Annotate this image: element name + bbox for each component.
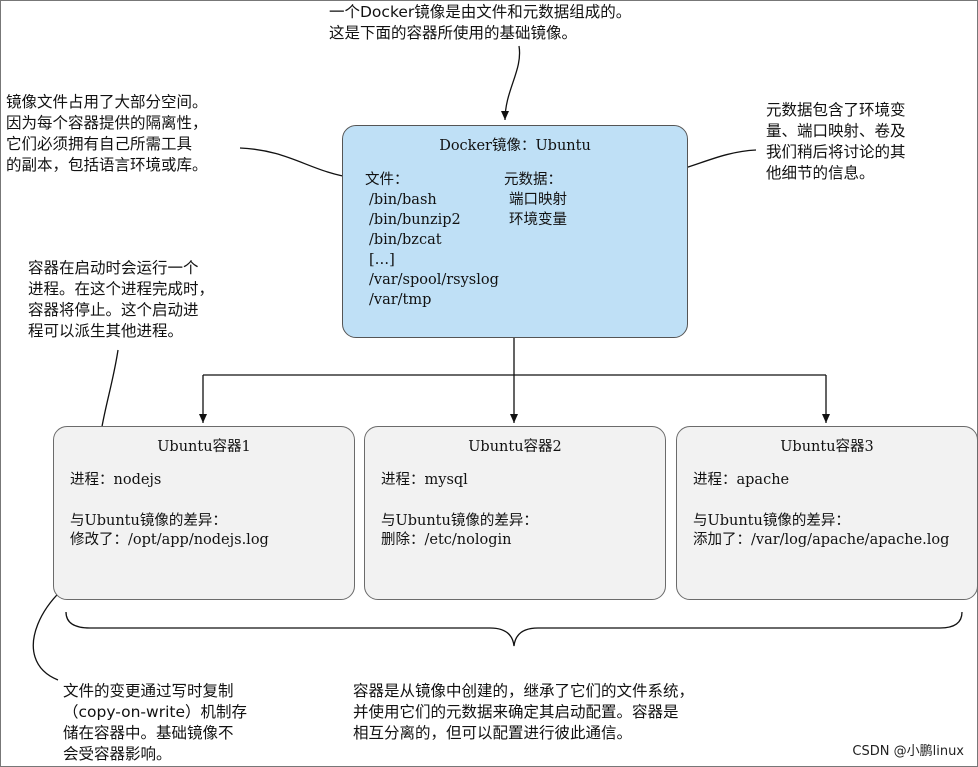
container-diff: 添加了：/var/log/apache/apache.log: [693, 532, 950, 548]
container-diff: 删除：/etc/nologin: [381, 532, 512, 548]
docker-image-box: Docker镜像：Ubuntu 文件： /bin/bash /bin/bunzi…: [342, 125, 688, 338]
container-box-1: Ubuntu容器1 进程：nodejs 与Ubuntu镜像的差异： 修改了：/o…: [53, 426, 355, 600]
container-title: Ubuntu容器3: [780, 439, 874, 455]
container-diff: 修改了：/opt/app/nodejs.log: [70, 532, 269, 548]
container-diff-label: 与Ubuntu镜像的差异：: [693, 513, 850, 529]
watermark: CSDN @小鹏linux: [852, 744, 964, 759]
file-list: /bin/bash /bin/bunzip2 /bin/bzcat […] /v…: [369, 190, 499, 310]
arrow-files-note: [239, 147, 355, 181]
file-item: /var/tmp: [369, 292, 432, 308]
container-box-3: Ubuntu容器3 进程：apache 与Ubuntu镜像的差异： 添加了：/v…: [676, 426, 978, 600]
file-item: /bin/bash: [369, 192, 437, 208]
file-item: […]: [369, 252, 395, 268]
note-copy-on-write: 文件的变更通过写时复制 （copy-on-write）机制存 储在容器中。基础镜…: [63, 682, 247, 763]
metadata-item: 环境变量: [509, 212, 567, 228]
metadata-label: 元数据：: [504, 172, 562, 188]
note-top: 一个Docker镜像是由文件和元数据组成的。 这是下面的容器所使用的基础镜像。: [329, 3, 632, 42]
container-title: Ubuntu容器2: [468, 439, 562, 455]
note-startup-process: 容器在启动时会运行一个 进程。在这个进程完成时， 容器将停止。这个启动进 程可以…: [28, 259, 215, 340]
container-process: 进程：apache: [693, 472, 790, 488]
file-item: /bin/bunzip2: [369, 212, 461, 228]
metadata-list: 端口映射 环境变量: [509, 190, 567, 230]
container-process: 进程：nodejs: [70, 472, 162, 488]
metadata-item: 端口映射: [509, 192, 567, 208]
container-title: Ubuntu容器1: [157, 439, 251, 455]
file-item: /var/spool/rsyslog: [369, 272, 499, 288]
arrow-top-note: [501, 45, 521, 121]
container-process: 进程：mysql: [381, 472, 468, 488]
note-image-files: 镜像文件占用了大部分空间。 因为每个容器提供的隔离性， 它们必须拥有自己所需工具…: [6, 93, 208, 174]
containers-brace: [65, 611, 963, 647]
container-diff-label: 与Ubuntu镜像的差异：: [70, 513, 227, 529]
file-item: /bin/bzcat: [369, 232, 442, 248]
image-title: Docker镜像：Ubuntu: [439, 138, 591, 154]
files-label: 文件：: [365, 172, 409, 188]
note-metadata: 元数据包含了环境变 量、端口映射、卷及 我们稍后将讨论的其 他细节的信息。: [766, 101, 906, 182]
container-diff-label: 与Ubuntu镜像的差异：: [381, 513, 538, 529]
container-box-2: Ubuntu容器2 进程：mysql 与Ubuntu镜像的差异： 删除：/etc…: [364, 426, 666, 600]
note-container-isolation: 容器是从镜像中创建的，继承了它们的文件系统， 并使用它们的元数据来确定其启动配置…: [353, 682, 695, 742]
